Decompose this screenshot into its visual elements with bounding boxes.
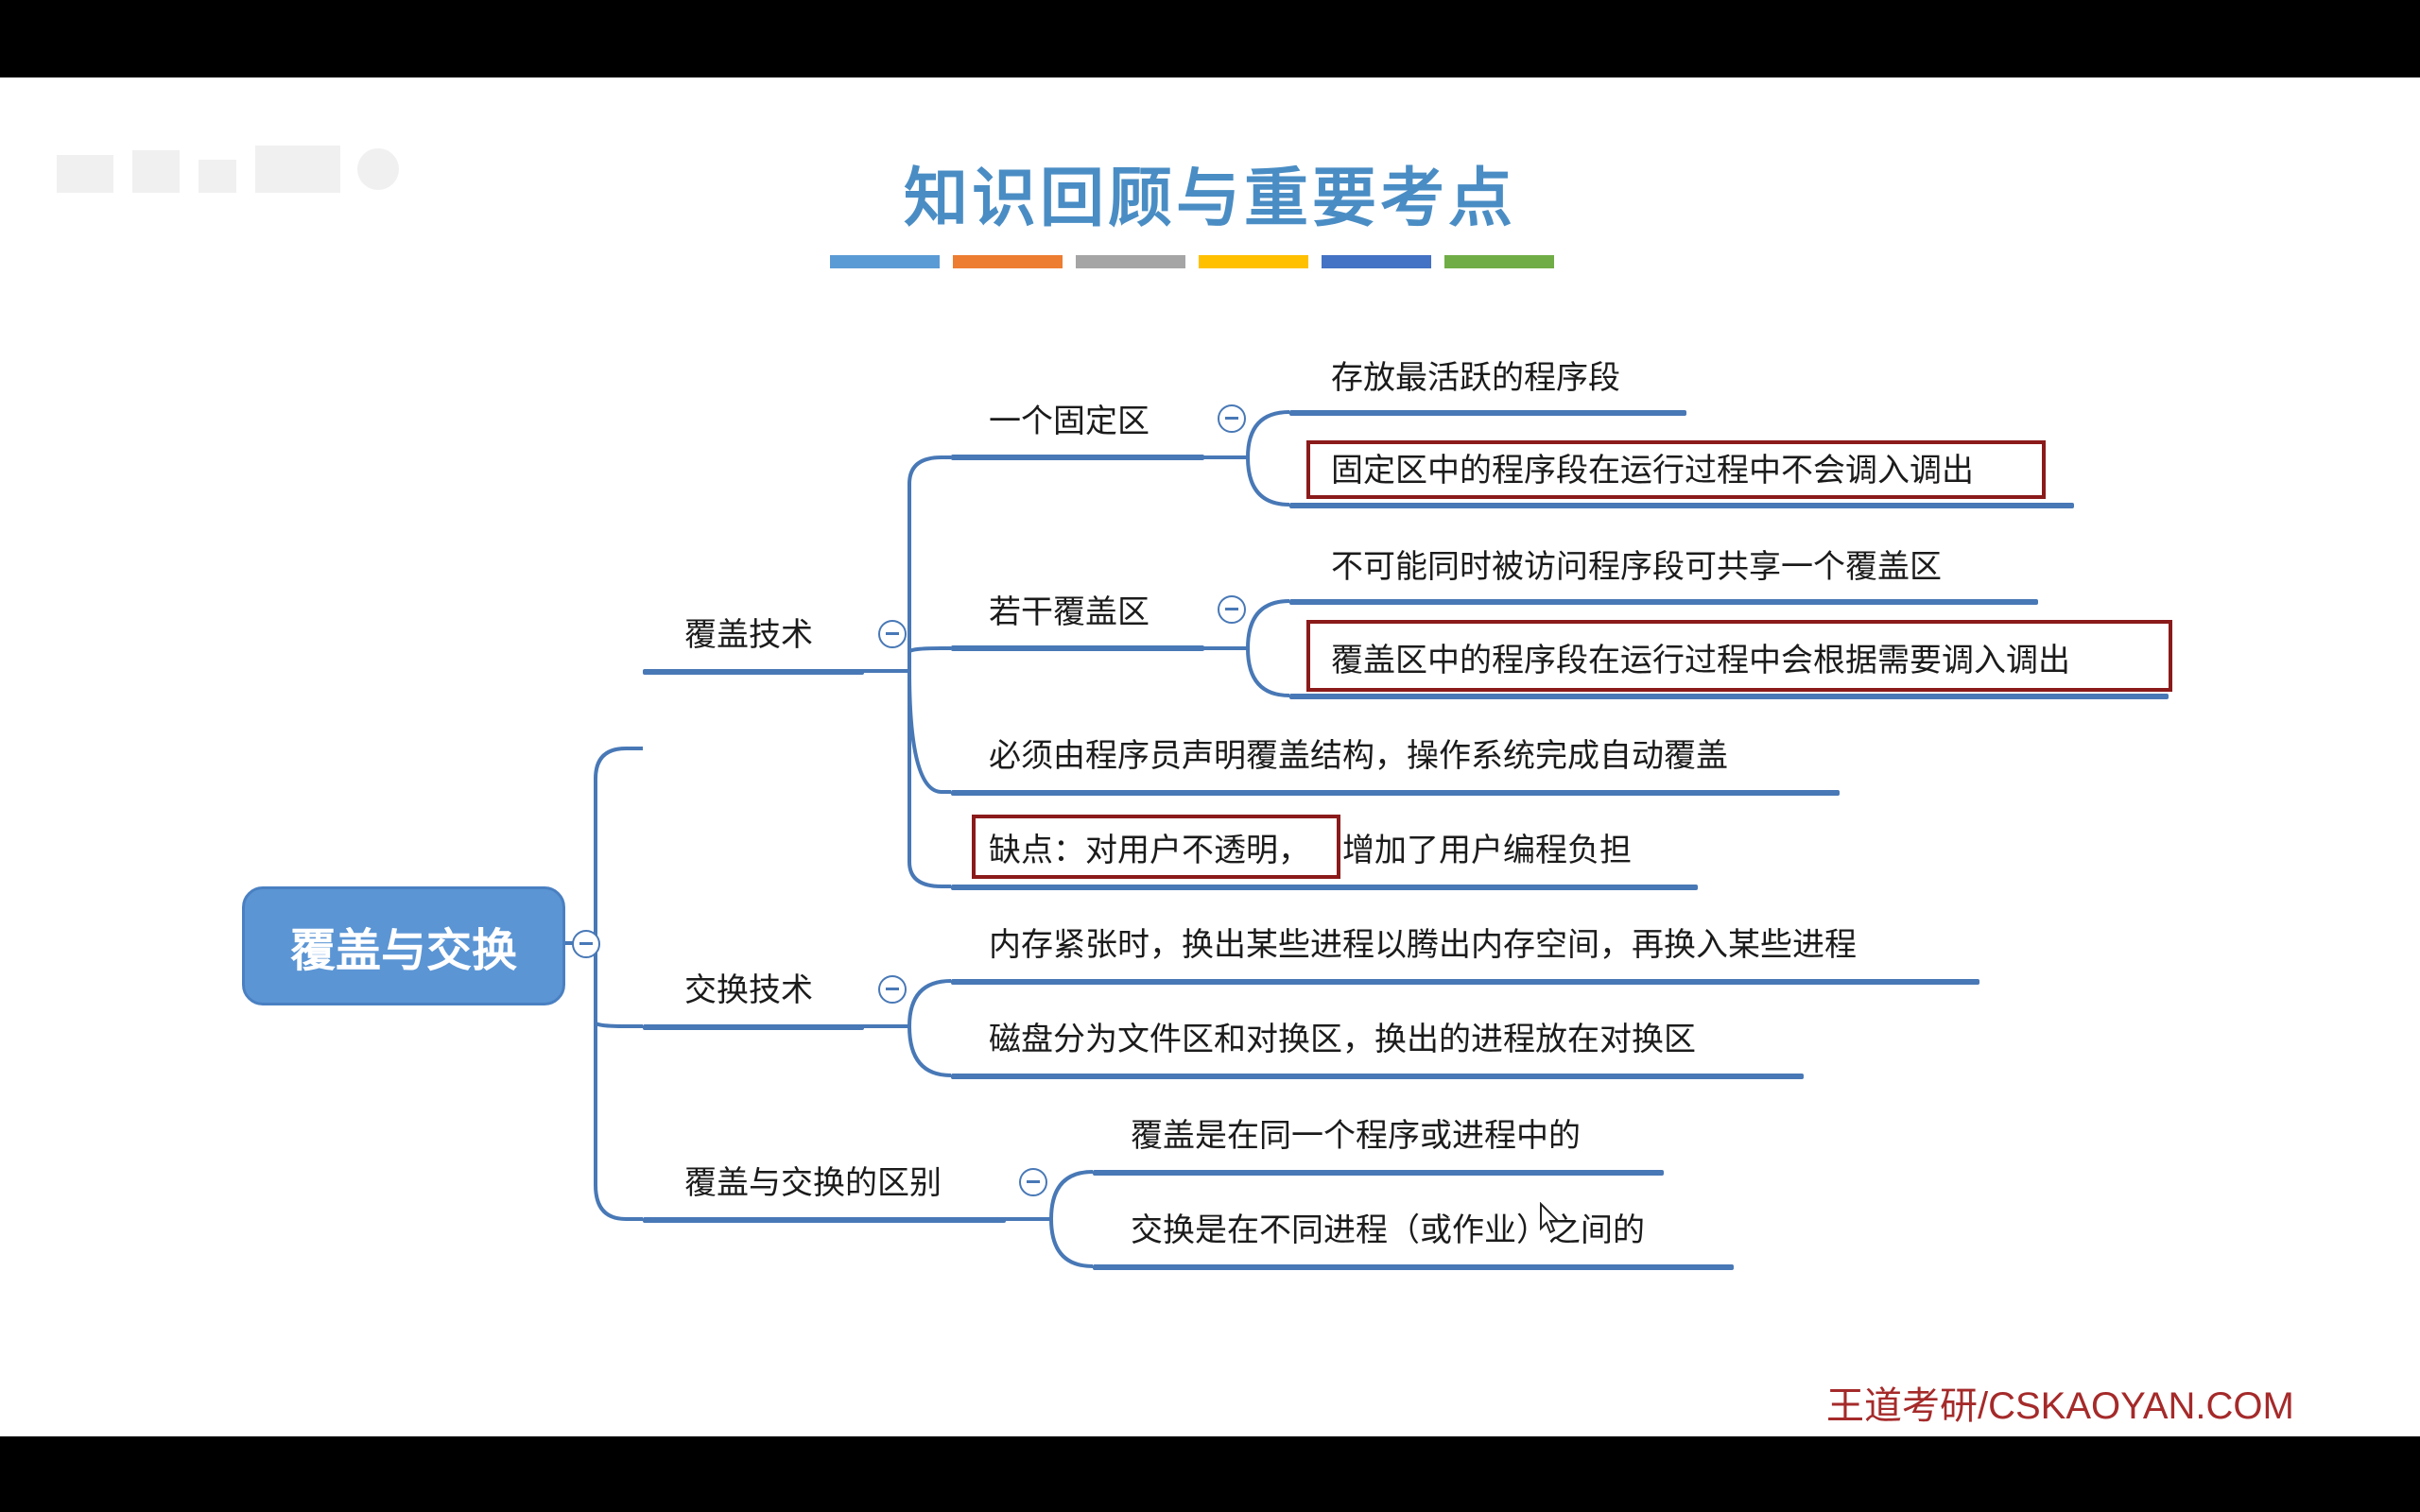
swap-item-1-underline: [951, 979, 1979, 985]
swap-item-2: 磁盘分为文件区和对换区，换出的进程放在对换区: [989, 1021, 1696, 1058]
overlay-drawback-part1: 缺点：对用户不透明，: [989, 832, 1310, 869]
title-stripe-5: [1322, 255, 1431, 268]
difference-item-1: 覆盖是在同一个程序或进程中的: [1131, 1117, 1581, 1155]
root-collapse-toggle[interactable]: [572, 930, 600, 958]
logo: [57, 146, 399, 193]
highlight-box-drawback: [972, 815, 1340, 879]
overlay-drawback-part2: 增加了用户编程负担: [1342, 832, 1632, 869]
slide: 知识回顾与重要考点: [0, 77, 2420, 1436]
difference-node[interactable]: 覆盖与交换的区别: [684, 1164, 942, 1202]
title-stripe-3: [1076, 255, 1185, 268]
swap-underline: [643, 1024, 864, 1030]
overlay-areas-item-1-underline: [1289, 599, 2038, 605]
watermark: 王道考研/CSKAOYAN.COM: [1826, 1385, 2294, 1427]
difference-item-2: 交换是在不同进程（或作业）之间的: [1131, 1211, 1645, 1249]
title-stripe-4: [1199, 255, 1308, 268]
fixed-area-item-2: 固定区中的程序段在运行过程中不会调入调出: [1331, 452, 1974, 490]
overlay-collapse-toggle[interactable]: [878, 620, 907, 648]
swap-node[interactable]: 交换技术: [684, 971, 813, 1009]
fixed-area-item-2-underline: [1289, 503, 2074, 508]
overlay-areas-collapse-toggle[interactable]: [1218, 595, 1246, 624]
swap-item-2-underline: [951, 1074, 1804, 1079]
highlight-box-fixed: [1306, 440, 2046, 499]
fixed-area-node[interactable]: 一个固定区: [989, 403, 1150, 440]
fixed-area-item-1: 存放最活跃的程序段: [1331, 359, 1620, 397]
overlay-node[interactable]: 覆盖技术: [684, 616, 813, 654]
fixed-area-item-1-underline: [1289, 410, 1686, 416]
overlay-areas-item-2-underline: [1289, 694, 2169, 699]
difference-item-2-underline: [1093, 1264, 1734, 1270]
overlay-areas-underline: [951, 645, 1204, 651]
title-stripe-1: [830, 255, 940, 268]
overlay-declare: 必须由程序员声明覆盖结构，操作系统完成自动覆盖: [989, 737, 1728, 775]
mindmap-connectors: [565, 410, 1290, 1268]
fixed-area-underline: [951, 455, 1204, 460]
overlay-areas-item-2: 覆盖区中的程序段在运行过程中会根据需要调入调出: [1331, 642, 2070, 679]
root-node[interactable]: 覆盖与交换: [242, 886, 565, 1005]
overlay-underline: [643, 669, 864, 675]
swap-item-1: 内存紧张时，换出某些进程以腾出内存空间，再换入某些进程: [989, 926, 1857, 964]
fixed-area-collapse-toggle[interactable]: [1218, 404, 1246, 433]
mouse-cursor-icon: [1540, 1202, 1560, 1234]
difference-underline: [643, 1217, 1006, 1223]
overlay-drawback-underline: [951, 885, 1698, 890]
highlight-box-overlay: [1306, 620, 2172, 692]
difference-collapse-toggle[interactable]: [1019, 1168, 1047, 1196]
title-stripe-6: [1444, 255, 1554, 268]
slide-title: 知识回顾与重要考点: [903, 161, 1516, 236]
overlay-areas-node[interactable]: 若干覆盖区: [989, 593, 1150, 631]
overlay-declare-underline: [951, 790, 1840, 796]
difference-item-1-underline: [1093, 1170, 1664, 1176]
title-stripe-2: [953, 255, 1063, 268]
swap-collapse-toggle[interactable]: [878, 975, 907, 1004]
overlay-areas-item-1: 不可能同时被访问程序段可共享一个覆盖区: [1331, 548, 1942, 586]
